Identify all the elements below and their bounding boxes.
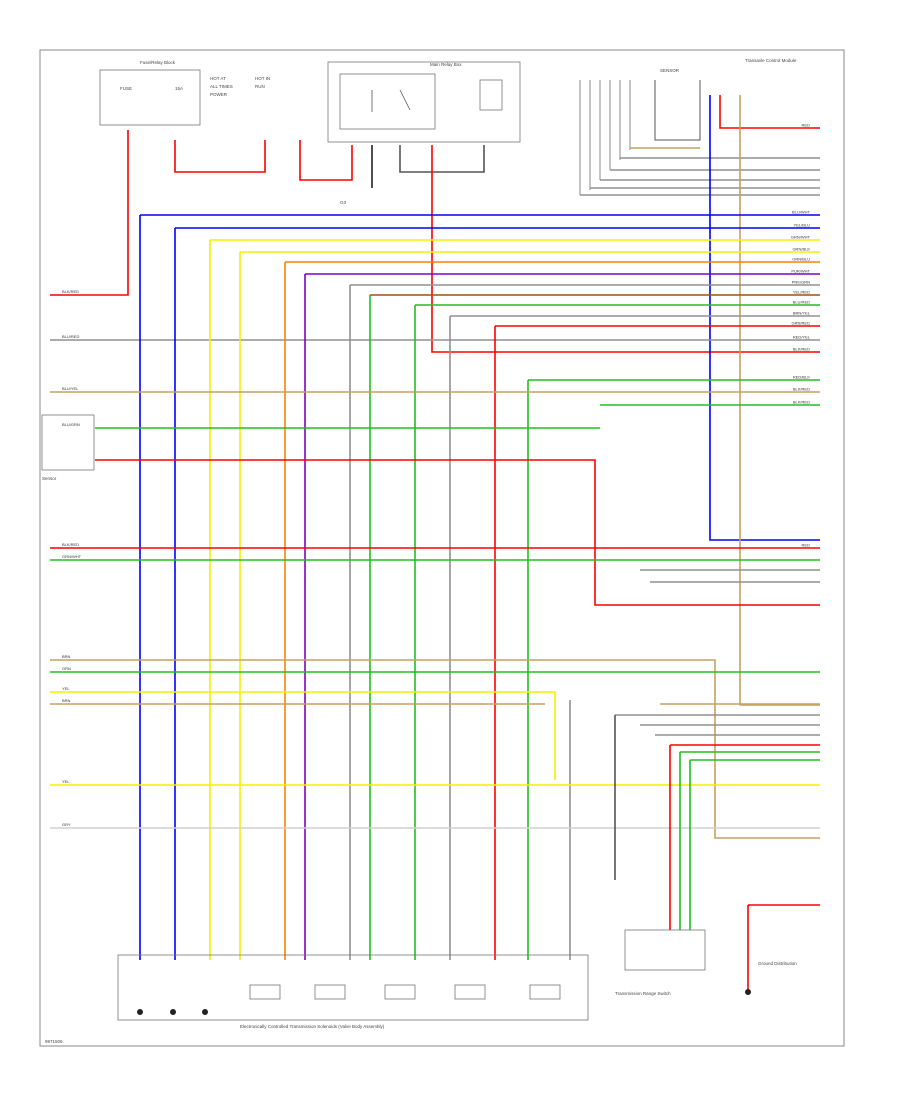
left-wire-label: YEL [62, 779, 70, 784]
svg-text:HOT AT: HOT AT [210, 76, 226, 81]
svg-text:RUN: RUN [255, 84, 265, 89]
right-wire-label: GRN/WHT [791, 235, 811, 240]
range-switch: Transmission Range Switch [615, 929, 706, 996]
svg-text:FUSE: FUSE [120, 86, 132, 91]
right-wire-label: BLK/RED [793, 347, 810, 352]
right-wire-label: RED [802, 543, 811, 548]
left-wire-label: GRN [62, 666, 71, 671]
left-wire-label: GRY [62, 822, 71, 827]
left-wire-label: BLU/YEL [62, 386, 79, 391]
left-wire-label: GRN/WHT [62, 554, 82, 559]
ground-distribution-label: Ground Distribution [758, 961, 797, 966]
fuse-box-label: Fuse/Relay Block [140, 60, 176, 65]
left-wire-label: BLK/RED [62, 289, 79, 294]
right-wire-label: BRN/YEL [793, 311, 811, 316]
svg-text:HOT IN: HOT IN [255, 76, 270, 81]
left-wire-label: BLU/GRN [62, 422, 80, 427]
ground-distribution: Ground Distribution [745, 904, 820, 995]
right-wire-label: BLU/WHT [792, 210, 811, 215]
connector-block: Transaxle Control Module SENSOR [579, 58, 797, 195]
ground-label: G3 [340, 200, 347, 205]
right-wire-label: RED/YEL [793, 335, 811, 340]
svg-text:ALL TIMES: ALL TIMES [210, 84, 233, 89]
spark-sensor-label: Sensor [42, 476, 57, 481]
left-wire-label: BLU/RED [62, 334, 79, 339]
spark-sensor: Sensor [41, 414, 95, 481]
right-wire-label: BLK/RED [793, 400, 810, 405]
left-wire-label: BLK/RED [62, 542, 79, 547]
svg-text:15A: 15A [175, 86, 183, 91]
svg-text:POWER: POWER [210, 92, 228, 97]
fuse-box: Fuse/Relay Block FUSE 15A [99, 60, 201, 126]
relay-box: Main Relay Box [327, 61, 521, 143]
left-wire-label: BRN [62, 654, 71, 659]
range-switch-label: Transmission Range Switch [615, 991, 671, 996]
right-wire-label: YEL/BLU [794, 223, 811, 228]
right-wire-label: BLK/RED [793, 387, 810, 392]
right-wire-label: GRN/RED [792, 321, 811, 326]
solenoid-module: Electronically Controlled Transmission S… [117, 954, 589, 1029]
left-wire-labels: BLK/RED BLU/RED BLU/YEL BLU/GRN BLK/RED GRN/W… [62, 289, 82, 827]
right-wire-label: YEL/RED [793, 290, 810, 295]
right-wire-label: GRN/BLK [792, 247, 810, 252]
footer-code: 9971506 [45, 1039, 63, 1044]
left-wire-label: BRN [62, 698, 71, 703]
diagram-frame [39, 49, 845, 1047]
right-wire-label: BLU/RED [793, 300, 810, 305]
solenoid-module-label: Electronically Controlled Transmission S… [240, 1024, 385, 1029]
fuse-notes: HOT AT ALL TIMES POWER HOT IN RUN [210, 76, 270, 97]
svg-text:SENSOR: SENSOR [660, 68, 680, 73]
connector-block-label: Transaxle Control Module [745, 58, 797, 63]
left-wire-label: YEL [62, 686, 70, 691]
right-wire-label: PNK/GRN [792, 280, 810, 285]
right-wire-label: RED [802, 123, 811, 128]
right-wire-label: PUR/WHT [791, 269, 810, 274]
right-wire-labels: RED BLU/WHT YEL/BLU GRN/WHT GRN/BLK ORN/BLU PU… [791, 123, 811, 548]
right-wire-label: ORN/BLU [792, 257, 810, 262]
right-wire-label: RED/BLK [793, 375, 810, 380]
relay-box-label: Main Relay Box [430, 62, 462, 67]
